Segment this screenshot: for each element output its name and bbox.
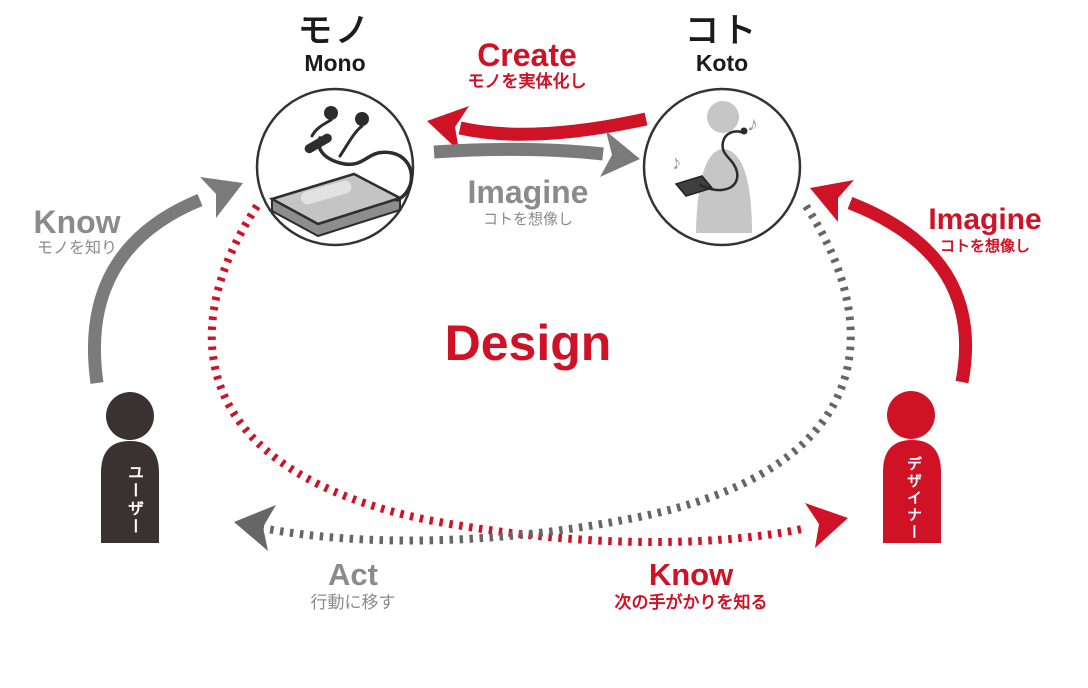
imagine-top-flow-label: Imagine [467,174,589,210]
music-note-icon: ♪ [746,112,760,136]
earphones-icon [304,106,414,202]
act-flow-label: Act [328,557,378,592]
create-flow-note: モノを実体化し [467,72,587,91]
designer-figure-icon [883,391,941,543]
koto-node-name: Koto [695,50,749,76]
koto-node-circle: ♪ ♪ [642,87,802,247]
mono-node-title: モノ [298,12,372,50]
know-bottom-flow-label: Know [648,557,734,592]
imagine-top-flow-note: コトを想像し [482,211,573,228]
koto-node-title: コト [685,12,759,50]
mono-node-name: Mono [304,50,366,76]
design-center-title: Design [444,315,612,371]
user-actor-label: ユーザー [125,464,142,536]
act-flow-note: 行動に移す [310,593,396,612]
know-bottom-dotted-arc [207,203,848,548]
user-figure-icon [101,392,159,543]
create-arrow [427,106,648,151]
designer-actor-label: デザイナー [905,455,922,541]
music-note-icon: ♪ [669,151,683,175]
imagine-top-arrow [433,131,640,177]
imagine-right-flow-note: コトを想像し [939,238,1030,255]
mono-node-circle [255,87,415,247]
imagine-right-flow-label: Imagine [928,203,1042,236]
know-left-flow-label: Know [33,204,121,240]
imagine-right-arrow [810,180,972,384]
know-left-flow-note: モノを知り [36,240,117,257]
listening-person-icon [674,101,752,233]
act-dotted-arc [234,203,855,551]
know-left-arrow [87,177,243,384]
know-bottom-flow-note: 次の手がかりを知る [614,593,768,612]
create-flow-label: Create [477,37,577,73]
